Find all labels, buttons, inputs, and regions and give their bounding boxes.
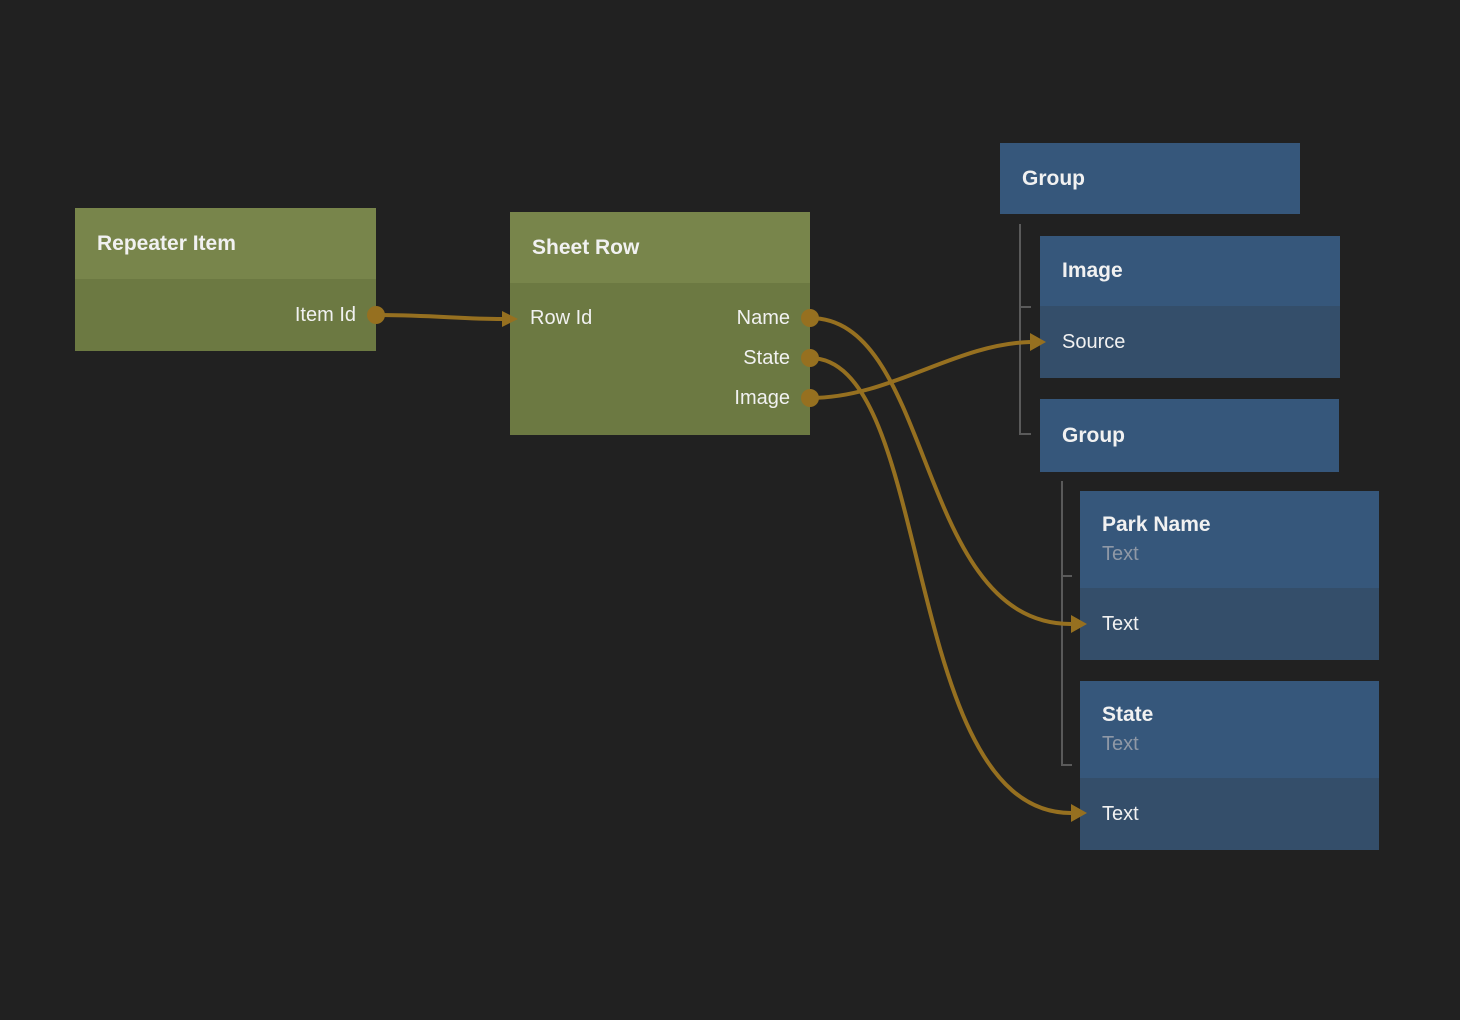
node-sheet-row-header[interactable]: Sheet Row [510,212,810,283]
node-repeater-item-header[interactable]: Repeater Item [75,208,376,279]
node-group-inner-header[interactable]: Group [1040,399,1339,472]
node-title: Repeater Item [97,231,236,255]
node-group-outer[interactable]: Group [1000,143,1300,214]
node-group-outer-header[interactable]: Group [1000,143,1300,214]
row-label: Source [1062,330,1126,353]
wire-state-to-state-text[interactable] [809,356,1072,815]
node-title: Park Name [1102,512,1211,536]
row-label: Text [1102,612,1139,635]
node-title: Group [1022,166,1085,190]
node-title: State [1102,702,1154,726]
node-repeater-item-body: Item Id [75,279,376,351]
output-port-image[interactable]: Image [734,378,790,418]
node-subtitle: Text [1102,732,1139,755]
wire-image-to-source[interactable] [809,340,1031,400]
node-state-header[interactable]: State Text [1080,681,1379,778]
binding-target-state-text[interactable]: Text [1080,778,1379,850]
node-image[interactable]: Image Source [1040,236,1340,378]
wire-name-to-park-name-text[interactable] [809,316,1072,626]
binding-target-source[interactable]: Source [1040,306,1340,378]
node-repeater-item[interactable]: Repeater Item Item Id [75,208,376,351]
node-state[interactable]: State Text Text [1080,681,1379,850]
tree-connector-group-inner [1061,481,1072,766]
output-port-name[interactable]: Name [734,298,790,338]
node-sheet-row[interactable]: Sheet Row Row Id Name State Image [510,212,810,435]
node-title: Group [1062,423,1125,447]
node-subtitle: Text [1102,542,1139,565]
node-title: Image [1062,259,1123,282]
row-label: Text [1102,802,1139,825]
binding-target-park-name-text[interactable]: Text [1080,588,1379,660]
port-label: Item Id [294,303,356,326]
node-image-header[interactable]: Image [1040,236,1340,306]
port-label: Row Id [530,307,593,329]
node-park-name-header[interactable]: Park Name Text [1080,491,1379,588]
node-group-inner[interactable]: Group [1040,399,1339,472]
tree-connector-group-outer [1019,224,1031,435]
node-sheet-row-body: Row Id Name State Image [510,283,810,435]
port-label: Name [736,307,790,329]
output-port-state[interactable]: State [734,338,790,378]
output-port-item-id[interactable]: Item Id [75,279,376,351]
node-park-name[interactable]: Park Name Text Text [1080,491,1379,660]
node-title: Sheet Row [532,235,640,259]
wire-item-id-to-row-id[interactable] [375,313,503,321]
port-label: State [743,347,790,369]
input-port-row-id[interactable]: Row Id [530,298,592,338]
port-label: Image [734,387,790,409]
